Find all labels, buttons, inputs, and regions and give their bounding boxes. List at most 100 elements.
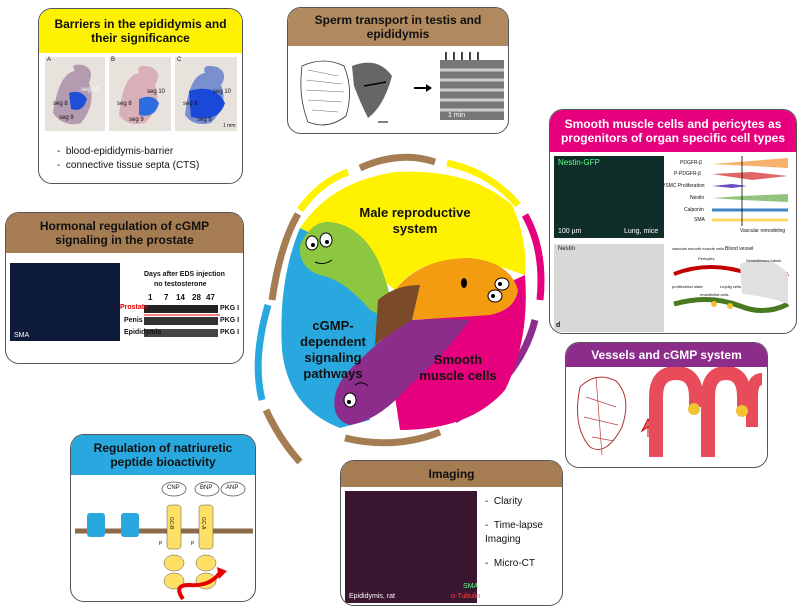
- marker-axis-label: Vascular remodeling: [740, 228, 786, 234]
- seg9-label-c: seg 9: [197, 117, 212, 123]
- schem-endo: endothelial cells: [700, 292, 729, 297]
- vessels-illustration: [577, 367, 763, 457]
- region-overlap: [375, 285, 420, 345]
- row-prostate: Prostate: [120, 304, 149, 311]
- epididymis-image: [345, 491, 477, 603]
- pericyte-schematic: [673, 259, 790, 313]
- arc-yellow-right: [446, 159, 521, 208]
- imaging-panel: Imaging Epididymis, rat SMA α-Tubulin - …: [340, 460, 563, 606]
- marker-row-sma: SMA: [694, 217, 705, 223]
- center-label-cgmp: cGMP-dependent signaling pathways: [300, 318, 366, 381]
- row-penis: Penis: [124, 317, 143, 324]
- schem-pericytes: Pericytes: [698, 256, 715, 261]
- photo-label-b: B: [111, 57, 116, 63]
- western-blot: [144, 305, 220, 337]
- sperm-scale: 1 min: [448, 112, 466, 119]
- schem-vessel: Blood vessel: [725, 246, 754, 252]
- natriuretic-illustration: [75, 481, 253, 601]
- nestin-gfp-scale: 100 µm: [558, 228, 582, 235]
- imaging-bullet: - Clarity: [485, 496, 523, 507]
- schem-prolif: proliferation state: [672, 284, 703, 289]
- ligand-bnp: BNP: [200, 485, 213, 491]
- arc-brown-bottomleft: [262, 408, 303, 465]
- day-1: 1: [148, 293, 153, 302]
- marker-bars-chart: [712, 156, 788, 226]
- seg8-label-a: seg 8: [53, 101, 68, 107]
- nestin-gfp-image: [554, 156, 664, 238]
- arc-yellow-left: [297, 168, 350, 213]
- photo-label-a: A: [47, 57, 52, 63]
- seg10-label-c: seg 10: [213, 89, 232, 95]
- receptor-gcb: GC-B: [168, 517, 174, 530]
- prostate-image: [10, 263, 120, 341]
- arc-top: [358, 153, 437, 172]
- photo-label-c: C: [177, 57, 182, 63]
- barriers-panel: Barriers in the epididymis and their sig…: [38, 8, 243, 184]
- seg8-label-c: seg 8: [183, 101, 198, 107]
- nestin-gfp-caption: Lung, mice: [624, 228, 659, 235]
- pkg-2: PKG I: [220, 317, 240, 324]
- smc-title: Smooth muscle cells and pericytes as pro…: [550, 110, 796, 152]
- hormonal-title: Hormonal regulation of cGMP signaling in…: [6, 213, 243, 253]
- seg8-label-b: seg 8: [117, 101, 132, 107]
- epididymis-caption: Epididymis, rat: [349, 593, 395, 600]
- arc-blue-left: [254, 304, 272, 401]
- natriuretic-panel: Regulation of natriuretic peptide bioact…: [70, 434, 256, 602]
- smc-panel: Smooth muscle cells and pericytes as pro…: [549, 109, 797, 334]
- arc-magenta-right: [521, 213, 545, 301]
- nestin-stain-title: Nestin: [558, 246, 576, 252]
- day-47: 47: [206, 293, 215, 302]
- hormonal-panel: Hormonal regulation of cGMP signaling in…: [5, 212, 244, 364]
- phospho-p2: P: [191, 541, 195, 547]
- barrier-bullet: - connective tissue septa (CTS): [57, 160, 200, 171]
- day-28: 28: [192, 293, 201, 302]
- days-title: Days after EDS injection: [144, 271, 225, 278]
- marker-row-nestin: Nestin: [690, 195, 705, 201]
- barrier-bullet: - blood-epididymis-barrier: [57, 146, 174, 157]
- center-label-smooth: Smooth muscle cells: [419, 352, 497, 383]
- ligand-cnp: CNP: [167, 485, 180, 491]
- imaging-title: Imaging: [341, 461, 562, 487]
- phospho-p1: P: [159, 541, 163, 547]
- marker-row-calponin: Calponin: [684, 207, 704, 213]
- scale-label-c: 1 mm: [223, 123, 236, 129]
- epididymis-photos: [45, 57, 237, 131]
- region-purple: [334, 319, 470, 425]
- seg9-label-a: seg 9: [59, 115, 74, 121]
- marker-row-ppdgfrb: P-PDGFR-β: [674, 171, 702, 177]
- schem-leydig: Leydig cells: [720, 284, 741, 289]
- sperm-panel: Sperm transport in testis and epididymis…: [287, 7, 509, 134]
- seg10-label-b: seg 10: [147, 89, 166, 95]
- sperm-illustrations: [300, 52, 504, 126]
- no-testosterone: no testosterone: [154, 281, 207, 288]
- nestin-gfp-title: Nestin-GFP: [558, 158, 600, 167]
- schem-tubule: Seminiferous tubule: [746, 258, 782, 263]
- day-14: 14: [176, 293, 185, 302]
- region-yellow: [300, 171, 526, 290]
- imaging-bullet: - Time-lapse Imaging: [485, 520, 543, 545]
- nestin-stain-image: [554, 244, 664, 332]
- vessels-panel: Vessels and cGMP system: [565, 342, 768, 468]
- region-orange: [395, 258, 518, 320]
- nestin-stain-letter: d: [556, 322, 561, 329]
- barriers-bullets: - blood-epididymis-barrier - connective …: [57, 145, 199, 173]
- seg10-label-a: seg 10: [81, 87, 100, 93]
- seg9-label-b: seg 9: [129, 117, 144, 123]
- sperm-title: Sperm transport in testis and epididymis: [288, 8, 508, 46]
- pkg-3: PKG I: [220, 329, 240, 336]
- arc-brown-bottom: [344, 428, 442, 447]
- imaging-bullets: - Clarity - Time-lapse Imaging - Micro-C…: [485, 495, 561, 571]
- tubulin-legend: α-Tubulin: [451, 593, 481, 600]
- sma-legend: SMA: [463, 583, 479, 590]
- marker-row-vsmc: VSMC Proliferation: [662, 183, 705, 189]
- arc-brown-left: [268, 212, 302, 301]
- pkg-1: PKG I: [220, 305, 240, 312]
- natriuretic-title: Regulation of natriuretic peptide bioact…: [71, 435, 255, 475]
- ligand-anp: ANP: [226, 485, 239, 491]
- receptor-gca: GC-A: [200, 517, 206, 530]
- marker-row-pdgfrb: PDGFR-β: [680, 160, 703, 166]
- vessels-title: Vessels and cGMP system: [566, 343, 767, 367]
- imaging-bullet: - Micro-CT: [485, 558, 535, 569]
- center-label-male: Male reproductive system: [359, 205, 471, 236]
